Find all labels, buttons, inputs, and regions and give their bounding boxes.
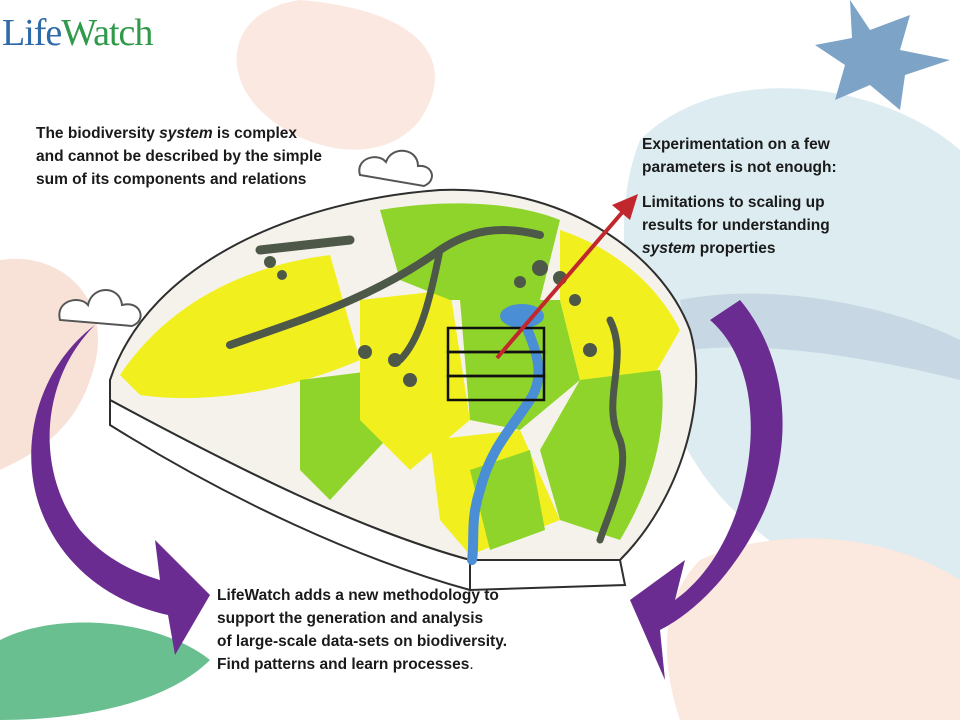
top-left-line-1: The biodiversity system is complex xyxy=(36,122,322,145)
purple-arrow-right xyxy=(630,300,783,680)
trees xyxy=(264,256,597,387)
bottom-line-2: support the generation and analysis xyxy=(217,610,484,627)
top-right-line-5-em: system xyxy=(642,240,696,257)
field-yellow-left xyxy=(120,255,360,399)
top-right-gap xyxy=(642,179,837,191)
lifewatch-methodology-text: LifeWatch adds a new methodology to supp… xyxy=(217,584,507,676)
top-right-line-5-post: properties xyxy=(695,240,776,257)
biodiversity-complexity-text: The biodiversity system is complex and c… xyxy=(36,122,322,191)
bottom-line-4-end: . xyxy=(469,656,474,673)
bottom-line-1: LifeWatch adds a new methodology to xyxy=(217,587,499,604)
field-green-right xyxy=(540,370,663,540)
purple-arrow-left xyxy=(31,325,210,655)
top-left-line-1-pre: The biodiversity xyxy=(36,125,160,142)
bottom-line-4-text: Find patterns and learn processes xyxy=(217,656,470,673)
top-left-line-1-em: system xyxy=(159,125,213,142)
bottom-line-3: of large-scale data-sets on biodiversity… xyxy=(217,633,507,650)
road-4 xyxy=(255,235,355,255)
cloud-right xyxy=(358,149,433,188)
red-scaling-arrow-shaft xyxy=(495,206,628,360)
road-3 xyxy=(596,316,627,544)
top-right-line-1: Experimentation on a few xyxy=(642,136,830,153)
bg-green-leaf xyxy=(0,622,210,720)
bg-blue-star xyxy=(815,0,950,110)
field-green-center xyxy=(460,300,580,430)
soil-edge-right xyxy=(469,559,627,592)
bg-pink-swirl xyxy=(236,0,435,150)
top-right-line-4: results for understanding xyxy=(642,217,830,234)
bg-pink-bottom xyxy=(666,538,960,720)
field-yellow-right xyxy=(560,230,680,400)
red-scaling-arrow-head xyxy=(612,194,638,220)
logo-life: Life xyxy=(2,12,62,54)
top-left-line-1-post: is complex xyxy=(212,125,298,142)
road-2 xyxy=(396,246,444,364)
lifewatch-logo: LifeWatch xyxy=(2,8,172,60)
road-1 xyxy=(226,226,544,349)
cloud-left xyxy=(58,289,142,328)
top-right-line-5: system properties xyxy=(642,237,837,260)
top-left-line-2: and cannot be described by the simple xyxy=(36,148,322,165)
top-left-line-3: sum of its components and relations xyxy=(36,171,307,188)
top-right-line-3: Limitations to scaling up xyxy=(642,194,825,211)
logo-watch: Watch xyxy=(61,12,153,54)
experimentation-text: Experimentation on a few parameters is n… xyxy=(642,133,837,260)
pond xyxy=(500,304,544,328)
top-right-line-2: parameters is not enough: xyxy=(642,159,837,176)
logo-wordmark: LifeWatch xyxy=(2,12,153,54)
bottom-line-4: Find patterns and learn processes. xyxy=(217,653,507,676)
bg-blue-right xyxy=(623,88,960,640)
sample-plots xyxy=(446,326,546,402)
